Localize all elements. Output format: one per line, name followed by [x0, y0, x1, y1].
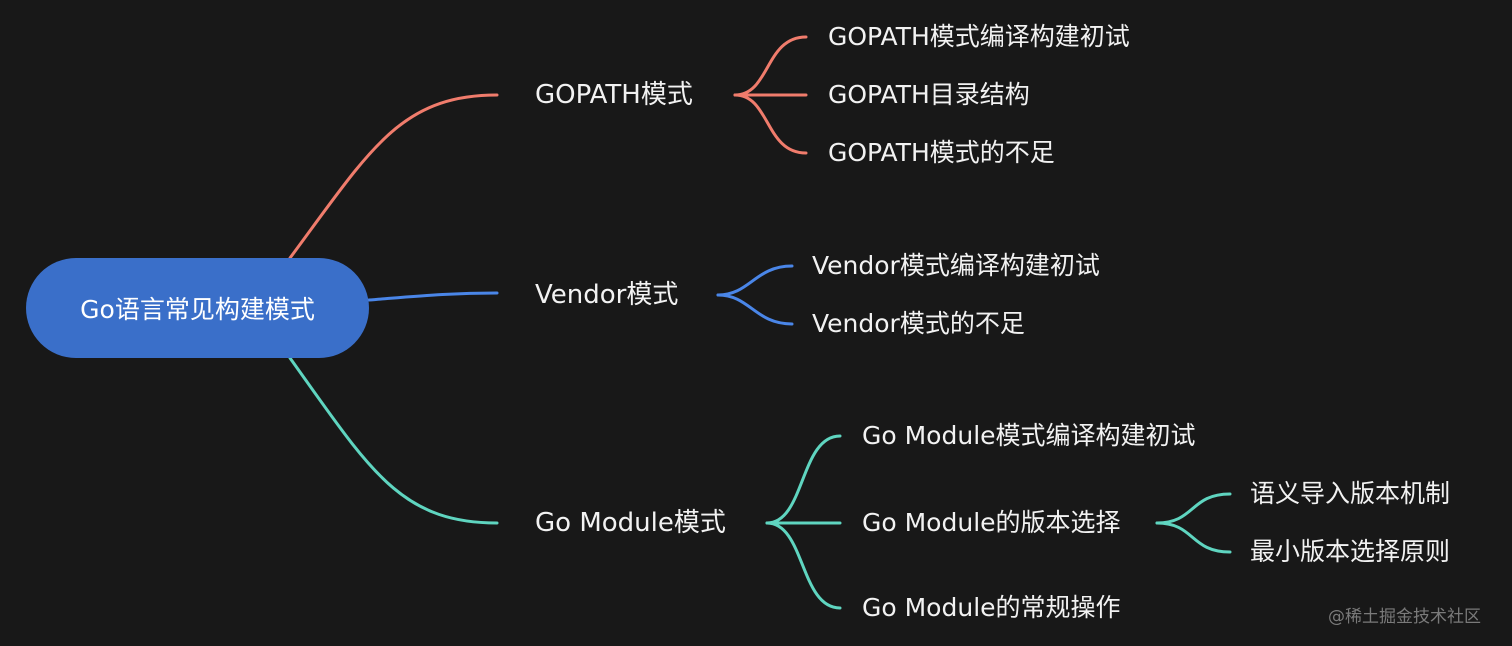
edge-gomodule-child-1: [765, 434, 842, 525]
edge-gopath-child-1: [733, 35, 808, 97]
root-node[interactable]: Go语言常见构建模式: [26, 258, 369, 358]
branch-node-gomodule[interactable]: Go Module模式: [535, 508, 726, 538]
leaf-node-minimal-version-selection[interactable]: 最小版本选择原则: [1250, 537, 1451, 566]
edge-version-child-2: [1155, 521, 1232, 554]
edge-root-gopath: [288, 93, 499, 260]
branch-node-vendor[interactable]: Vendor模式: [535, 280, 679, 310]
watermark: @稀土掘金技术社区: [1328, 607, 1481, 627]
edge-root-vendor: [367, 291, 499, 302]
leaf-node-gopath-compile[interactable]: GOPATH模式编译构建初试: [828, 22, 1130, 51]
root-node-label: Go语言常见构建模式: [80, 295, 315, 324]
leaf-node-semantic-import-versioning[interactable]: 语义导入版本机制: [1250, 479, 1451, 508]
leaf-node-gomodule-compile[interactable]: Go Module模式编译构建初试: [862, 421, 1196, 450]
edge-vendor-child-1: [716, 264, 794, 297]
leaf-node-gomodule-operations[interactable]: Go Module的常规操作: [862, 593, 1121, 622]
node-gomodule-version-selection[interactable]: Go Module的版本选择: [862, 508, 1121, 537]
edge-root-gomodule: [288, 356, 499, 525]
edge-vendor-child-2: [716, 293, 794, 326]
edge-gopath-child-3: [733, 93, 808, 155]
edge-version-child-1: [1155, 492, 1232, 525]
leaf-node-gopath-directory[interactable]: GOPATH目录结构: [828, 80, 1030, 109]
leaf-node-gopath-shortcomings[interactable]: GOPATH模式的不足: [828, 138, 1055, 167]
leaf-node-vendor-compile[interactable]: Vendor模式编译构建初试: [812, 251, 1100, 280]
leaf-node-vendor-shortcomings[interactable]: Vendor模式的不足: [812, 309, 1025, 338]
branch-node-gopath[interactable]: GOPATH模式: [535, 80, 693, 110]
edge-gomodule-child-3: [765, 521, 842, 610]
